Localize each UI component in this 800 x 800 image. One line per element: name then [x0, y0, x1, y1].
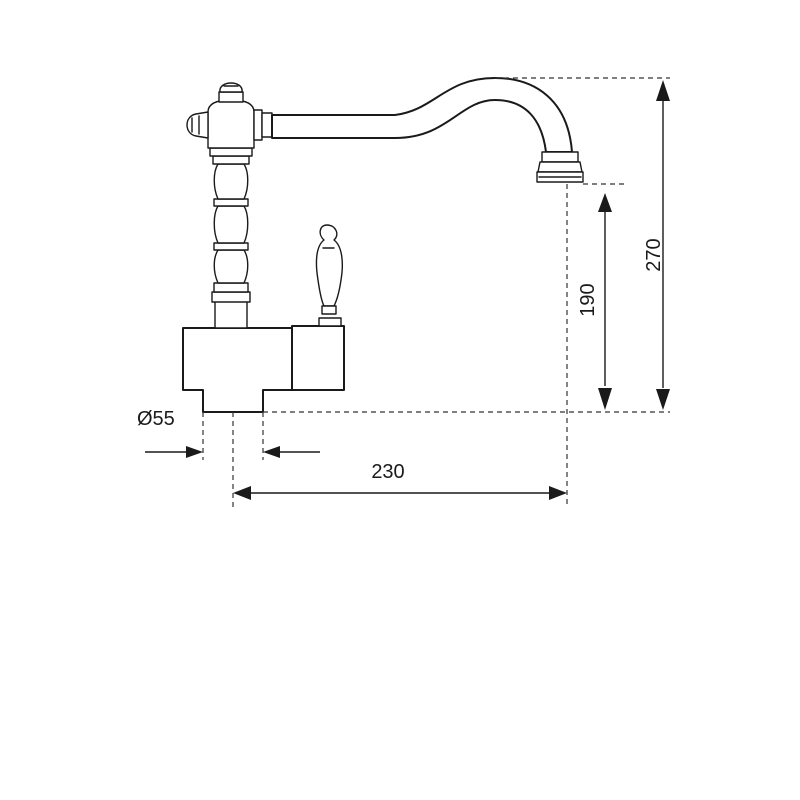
width-dimension — [233, 486, 567, 500]
faucet-column — [209, 147, 253, 329]
total-height-label: 270 — [643, 238, 665, 271]
total-height-dimension — [656, 80, 670, 410]
spout-ring — [253, 109, 263, 141]
lever-housing — [291, 325, 345, 391]
diameter-label: Ø55 — [137, 408, 175, 430]
spout-height-label: 190 — [577, 283, 599, 316]
diameter-dimension — [145, 446, 320, 458]
faucet — [182, 77, 584, 413]
aerator — [536, 151, 584, 183]
width-label: 230 — [371, 461, 404, 483]
spout-height-dimension — [598, 193, 612, 410]
lever-handle — [315, 224, 343, 315]
dimension-lines — [145, 77, 670, 508]
faucet-base-block — [182, 327, 293, 413]
spout — [271, 77, 573, 153]
lever-collar — [318, 317, 342, 327]
faucet-top-hub — [186, 82, 255, 149]
